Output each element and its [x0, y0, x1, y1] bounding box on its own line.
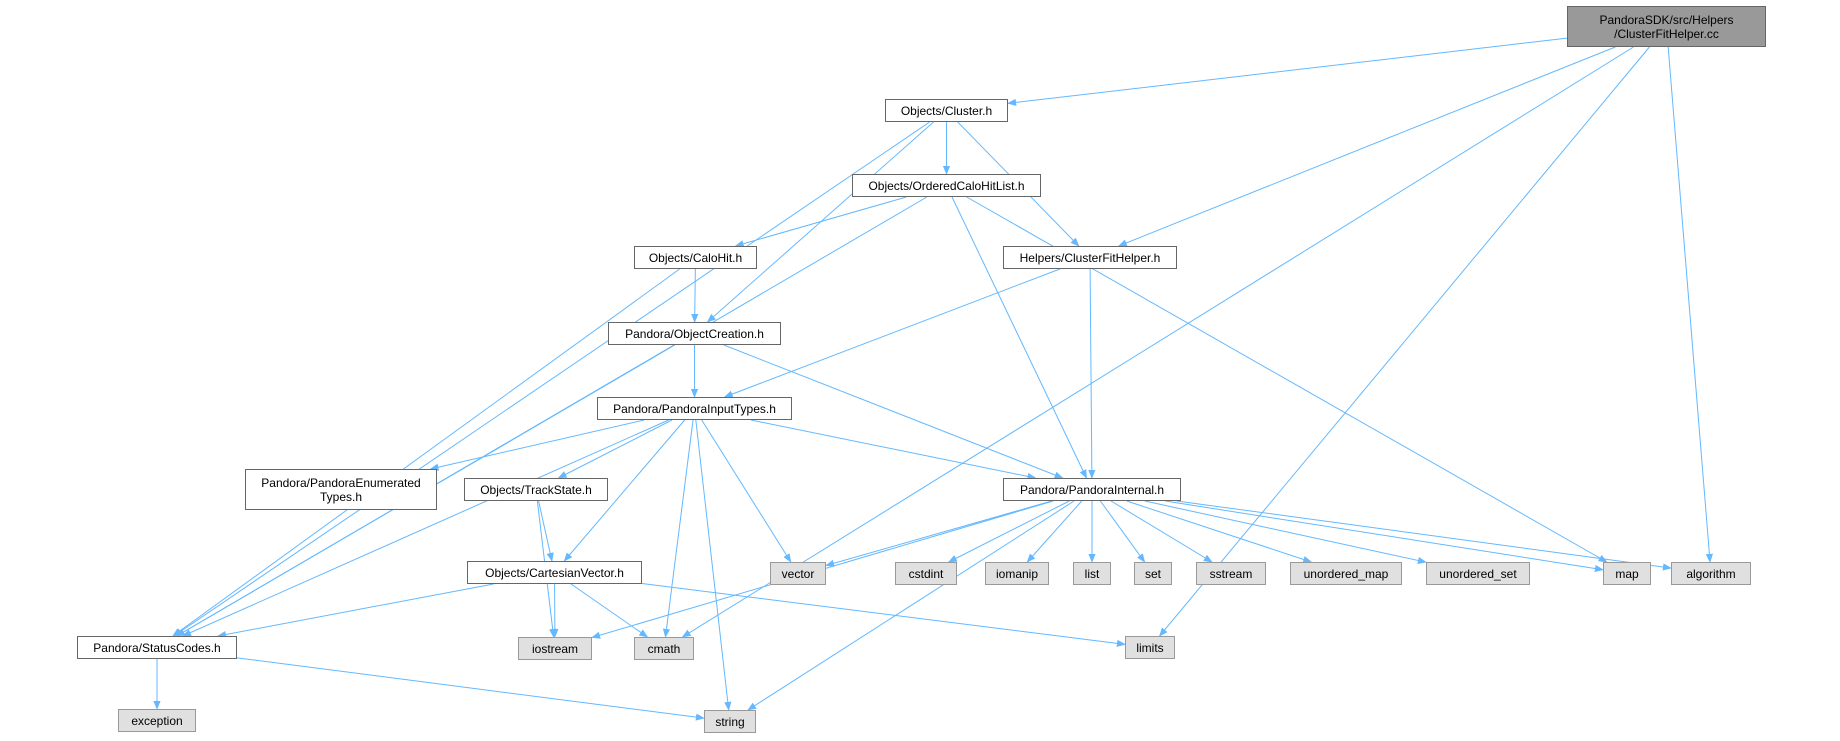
edge-calohit_h-to-statuscodes_h: [172, 268, 680, 637]
edge-trackstate_h-to-cartesianvector_h: [538, 500, 554, 562]
edge-clusterfithelper_cc-to-cluster_h: [1007, 37, 1568, 106]
edge-pandorainputtypes_h-to-trackstate_h: [557, 419, 673, 479]
node-label-line: PandoraSDK/src/Helpers: [1599, 12, 1734, 27]
edge-pandorainternal_h-to-cstdint: [947, 500, 1070, 563]
edge-calohit_h-to-objectcreation_h: [691, 268, 699, 323]
node-cstdint: cstdint: [895, 562, 957, 585]
node-iomanip: iomanip: [985, 562, 1049, 585]
node-string: string: [704, 710, 756, 733]
node-clusterfithelper-cc: PandoraSDK/src/Helpers /ClusterFitHelper…: [1567, 6, 1766, 47]
node-label: unordered_set: [1439, 566, 1517, 581]
node-map: map: [1603, 562, 1651, 585]
edge-pandorainternal_h-to-sstream: [1110, 500, 1213, 563]
node-label: cstdint: [908, 566, 944, 581]
edge-orderedcalohitlist_h-to-pandorainternal_h: [951, 196, 1087, 479]
node-set: set: [1134, 562, 1172, 585]
node-label-line: Pandora/PandoraEnumerated: [261, 475, 421, 490]
node-label: unordered_map: [1303, 566, 1389, 581]
node-algorithm: algorithm: [1671, 562, 1751, 585]
edge-pandorainternal_h-to-unordered_map: [1126, 500, 1313, 563]
node-label: Objects/CaloHit.h: [648, 250, 743, 265]
node-unordered-map: unordered_map: [1290, 562, 1402, 585]
node-pandora-statuscodes-h[interactable]: Pandora/StatusCodes.h: [77, 636, 237, 659]
node-label: string: [715, 714, 745, 729]
node-pandora-pandorainputtypes-h[interactable]: Pandora/PandoraInputTypes.h: [597, 397, 792, 420]
node-label: list: [1084, 566, 1100, 581]
node-label: vector: [781, 566, 815, 581]
edge-pandorainternal_h-to-iomanip: [1026, 500, 1083, 563]
node-exception: exception: [118, 709, 196, 732]
node-pandora-pandorainternal-h[interactable]: Pandora/PandoraInternal.h: [1003, 478, 1181, 501]
node-label: Objects/Cluster.h: [900, 103, 993, 118]
node-pandora-pandoraenumeratedtypes-h[interactable]: Pandora/PandoraEnumerated Types.h: [245, 469, 437, 510]
edge-objectcreation_h-to-pandorainternal_h: [723, 344, 1064, 479]
node-label-line: Types.h: [319, 489, 363, 504]
node-label: sstream: [1209, 566, 1253, 581]
node-label-line: /ClusterFitHelper.cc: [1614, 26, 1719, 41]
node-label: Pandora/StatusCodes.h: [93, 640, 221, 655]
node-label: Pandora/PandoraInternal.h: [1019, 482, 1165, 497]
node-label: set: [1144, 566, 1161, 581]
edge-clusterfithelper_cc-to-algorithm: [1667, 46, 1713, 563]
node-pandora-objectcreation-h[interactable]: Pandora/ObjectCreation.h: [608, 322, 781, 345]
edge-statuscodes_h-to-string: [236, 657, 705, 721]
edge-helpers_clusterfithelper_h-to-pandorainputtypes_h: [723, 268, 1061, 398]
node-iostream: iostream: [518, 637, 592, 660]
node-objects-orderedcalohitlist-h[interactable]: Objects/OrderedCaloHitList.h: [852, 174, 1041, 197]
node-list: list: [1073, 562, 1111, 585]
edge-pandorainternal_h-to-set: [1099, 500, 1146, 563]
node-unordered-set: unordered_set: [1426, 562, 1530, 585]
node-label: Objects/TrackState.h: [480, 482, 592, 497]
node-helpers-clusterfithelper-h[interactable]: Helpers/ClusterFitHelper.h: [1003, 246, 1177, 269]
node-label: limits: [1136, 640, 1164, 655]
node-cmath: cmath: [634, 637, 694, 660]
node-vector: vector: [770, 562, 826, 585]
node-label: cmath: [647, 641, 681, 656]
edge-pandorainternal_h-to-vector: [825, 500, 1052, 567]
node-label: Helpers/ClusterFitHelper.h: [1019, 250, 1161, 265]
node-label: iostream: [531, 641, 578, 656]
edge-pandorainternal_h-to-string: [747, 500, 1075, 711]
node-label: Pandora/PandoraInputTypes.h: [613, 401, 776, 416]
edge-cartesianvector_h-to-cmath: [570, 583, 649, 638]
edge-pandorainputtypes_h-to-vector: [701, 419, 792, 563]
node-label: iomanip: [995, 566, 1039, 581]
edge-pandorainputtypes_h-to-string: [695, 419, 732, 711]
edge-cartesianvector_h-to-statuscodes_h: [217, 583, 494, 639]
edge-pandorainputtypes_h-to-cartesianvector_h: [563, 419, 686, 562]
edge-pandorainputtypes_h-to-statuscodes_h: [182, 419, 669, 637]
node-objects-trackstate-h[interactable]: Objects/TrackState.h: [464, 478, 608, 501]
node-label: map: [1615, 566, 1639, 581]
edge-pandorainternal_h-to-algorithm: [1176, 500, 1672, 571]
node-label: algorithm: [1686, 566, 1736, 581]
edge-pandorainputtypes_h-to-cmath: [662, 419, 694, 638]
edge-cluster_h-to-statuscodes_h: [173, 121, 930, 637]
node-label: Objects/CartesianVector.h: [485, 565, 624, 580]
edge-clusterfithelper_cc-to-cmath: [681, 46, 1634, 638]
node-sstream: sstream: [1196, 562, 1266, 585]
node-objects-cartesianvector-h[interactable]: Objects/CartesianVector.h: [467, 561, 642, 584]
edge-pandorainternal_h-to-unordered_set: [1144, 500, 1427, 564]
edge-pandorainputtypes_h-to-pandorainternal_h: [750, 419, 1037, 480]
edge-pandorainternal_h-to-map: [1165, 500, 1604, 573]
node-limits: limits: [1125, 636, 1175, 659]
node-label: Pandora/ObjectCreation.h: [625, 326, 764, 341]
node-objects-cluster-h[interactable]: Objects/Cluster.h: [885, 99, 1008, 122]
edge-clusterfithelper_cc-to-limits: [1158, 46, 1650, 637]
node-objects-calohit-h[interactable]: Objects/CaloHit.h: [634, 246, 757, 269]
node-label: exception: [131, 713, 183, 728]
edge-orderedcalohitlist_h-to-calohit_h: [734, 196, 907, 248]
edge-cartesianvector_h-to-limits: [641, 583, 1126, 647]
edge-clusterfithelper_cc-to-helpers_clusterfithelper_h: [1117, 46, 1616, 247]
edge-pandorainputtypes_h-to-pandoraenumeratedtypes_h: [429, 419, 645, 471]
edge-helpers_clusterfithelper_h-to-pandorainternal_h: [1088, 268, 1096, 479]
node-label: Objects/OrderedCaloHitList.h: [868, 178, 1025, 193]
